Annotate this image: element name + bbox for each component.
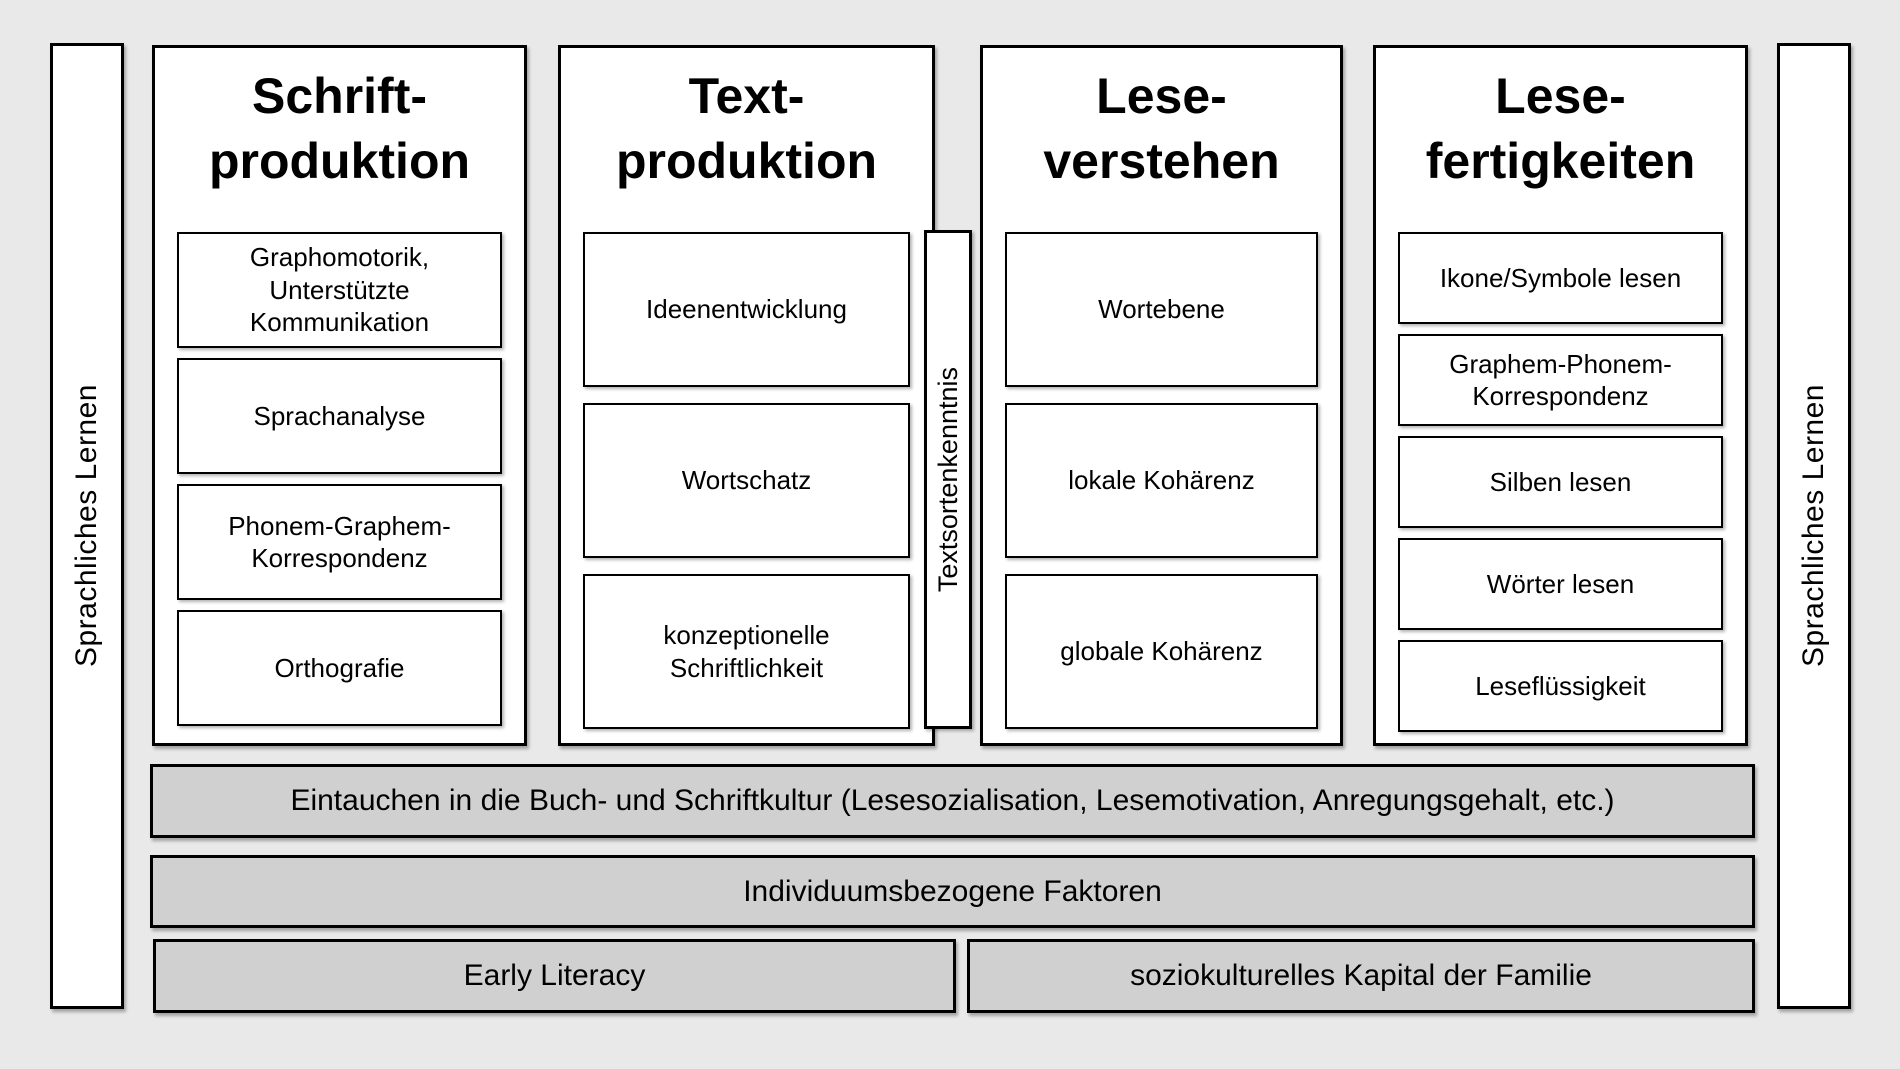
box-sprachanalyse: Sprachanalyse [177,358,502,474]
column-title-lesefertigkeiten: Lese- fertigkeiten [1425,68,1696,189]
box-leseflluessigkeit: Leseflüssigkeit [1398,640,1723,732]
divider-textsortenkenntnis: Textsortenkenntnis [924,230,972,729]
column-textproduktion: Text- produktion Ideenentwicklung Wortsc… [558,45,935,746]
column-lesefertigkeiten: Lese- fertigkeiten Ikone/Symbole lesen G… [1373,45,1748,746]
column-title-textproduktion: Text- produktion [615,68,878,189]
box-ideenentwicklung: Ideenentwicklung [583,232,910,387]
column-boxes: Wortebene lokale Kohärenz globale Kohäre… [983,232,1340,729]
sidebar-left-sprachliches-lernen: Sprachliches Lernen [50,43,124,1009]
column-title-schriftproduktion: Schrift- produktion [208,68,471,189]
box-graphem-phonem-korrespondenz: Graphem-Phonem- Korrespondenz [1398,334,1723,426]
column-boxes: Ideenentwicklung Wortschatz konzeptionel… [561,232,932,729]
box-soziokulturelles-kapital-der-familie: soziokulturelles Kapital der Familie [967,939,1755,1013]
column-schriftproduktion: Schrift- produktion Graphomotorik, Unter… [152,45,527,746]
column-leseverstehen: Lese- verstehen Wortebene lokale Kohären… [980,45,1343,746]
column-boxes: Graphomotorik, Unterstützte Kommunikatio… [155,232,524,726]
box-early-literacy: Early Literacy [153,939,956,1013]
divider-label: Textsortenkenntnis [932,366,963,593]
box-ikone-symbole-lesen: Ikone/Symbole lesen [1398,232,1723,324]
box-lokale-kohaerenz: lokale Kohärenz [1005,403,1318,558]
box-wortschatz: Wortschatz [583,403,910,558]
box-silben-lesen: Silben lesen [1398,436,1723,528]
box-konzeptionelle-schriftlichkeit: konzeptionelle Schriftlichkeit [583,574,910,729]
box-phonem-graphem-korrespondenz: Phonem-Graphem- Korrespondenz [177,484,502,600]
box-woerter-lesen: Wörter lesen [1398,538,1723,630]
column-boxes: Ikone/Symbole lesen Graphem-Phonem- Korr… [1376,232,1745,732]
column-title-leseverstehen: Lese- verstehen [1043,68,1280,189]
sidebar-right-sprachliches-lernen: Sprachliches Lernen [1777,43,1851,1009]
bar-buch-und-schriftkultur: Eintauchen in die Buch- und Schriftkultu… [150,764,1755,838]
box-wortebene: Wortebene [1005,232,1318,387]
box-orthografie: Orthografie [177,610,502,726]
box-globale-kohaerenz: globale Kohärenz [1005,574,1318,729]
sidebar-right-label: Sprachliches Lernen [1797,384,1830,668]
box-graphomotorik-unterstuetzte-kommunikation: Graphomotorik, Unterstützte Kommunikatio… [177,232,502,348]
sidebar-left-label: Sprachliches Lernen [70,384,103,668]
bar-individuumsbezogene-faktoren: Individuumsbezogene Faktoren [150,855,1755,928]
